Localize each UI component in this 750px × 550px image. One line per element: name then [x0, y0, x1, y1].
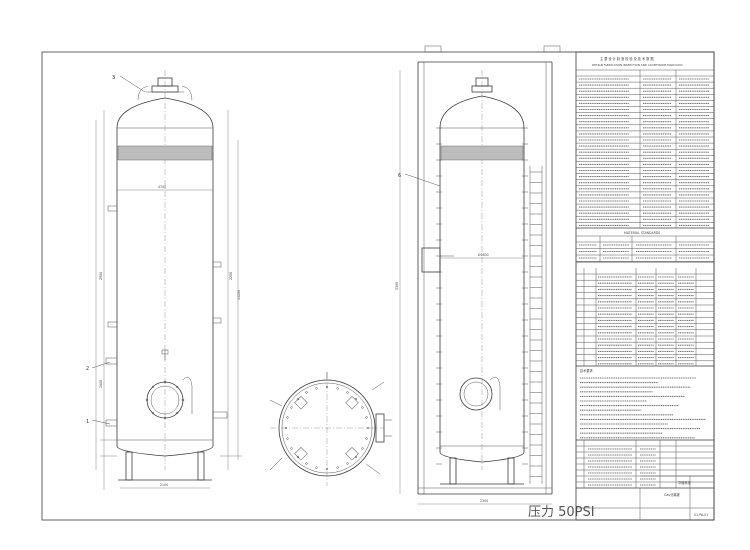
front-width-dim: 4700 — [158, 185, 166, 189]
drawing-number: 01-PA-01 — [694, 513, 708, 517]
balloon-6: 6 — [398, 173, 441, 187]
side-height-label: 5300 — [395, 282, 399, 290]
side-ladder — [529, 166, 543, 484]
notes-heading: 技术要求 — [580, 368, 594, 373]
title-block-squiggles — [579, 78, 709, 486]
side-bracket-marks — [436, 127, 528, 465]
side-width-label: 2300 — [480, 499, 488, 503]
balloon-3: 3 — [112, 75, 146, 93]
vessel-name: Gas分离罐 — [664, 492, 680, 497]
title-block-rows — [576, 75, 714, 483]
plan-bolt-holes — [284, 385, 370, 471]
front-total-height-dim: 13200 — [237, 290, 241, 300]
balloon-1: 1 — [86, 419, 111, 425]
title-header-en: DESIGN FABRICATION INSPECTION AND ACCEPT… — [592, 63, 683, 67]
front-view-vessel — [95, 70, 242, 490]
front-section-dim-a: 2200 — [229, 272, 233, 280]
company-name: 华福科技 — [678, 480, 692, 485]
balloon-2: 2 — [86, 361, 111, 372]
front-section-dim-c: 2000 — [99, 380, 103, 388]
svg-text:6: 6 — [398, 173, 401, 179]
svg-text:2: 2 — [86, 366, 89, 372]
front-leg-span-dim: 2100 — [160, 483, 168, 487]
title-header-cn: 主 要 设 计 制 造 检 验 及 技 术 数 据 — [600, 56, 654, 61]
svg-text:3: 3 — [112, 75, 115, 81]
title-block — [575, 51, 715, 521]
materials-heading: MATERIAL STANDARDS — [624, 231, 660, 235]
svg-text:1: 1 — [86, 419, 89, 425]
side-view-vessel — [399, 61, 553, 505]
pressure-label: 压力 50PSI — [528, 505, 595, 520]
front-section-dim-b: 2900 — [99, 272, 103, 280]
plan-view — [269, 372, 392, 486]
plan-diameter-label: Ø1800 — [478, 252, 489, 257]
